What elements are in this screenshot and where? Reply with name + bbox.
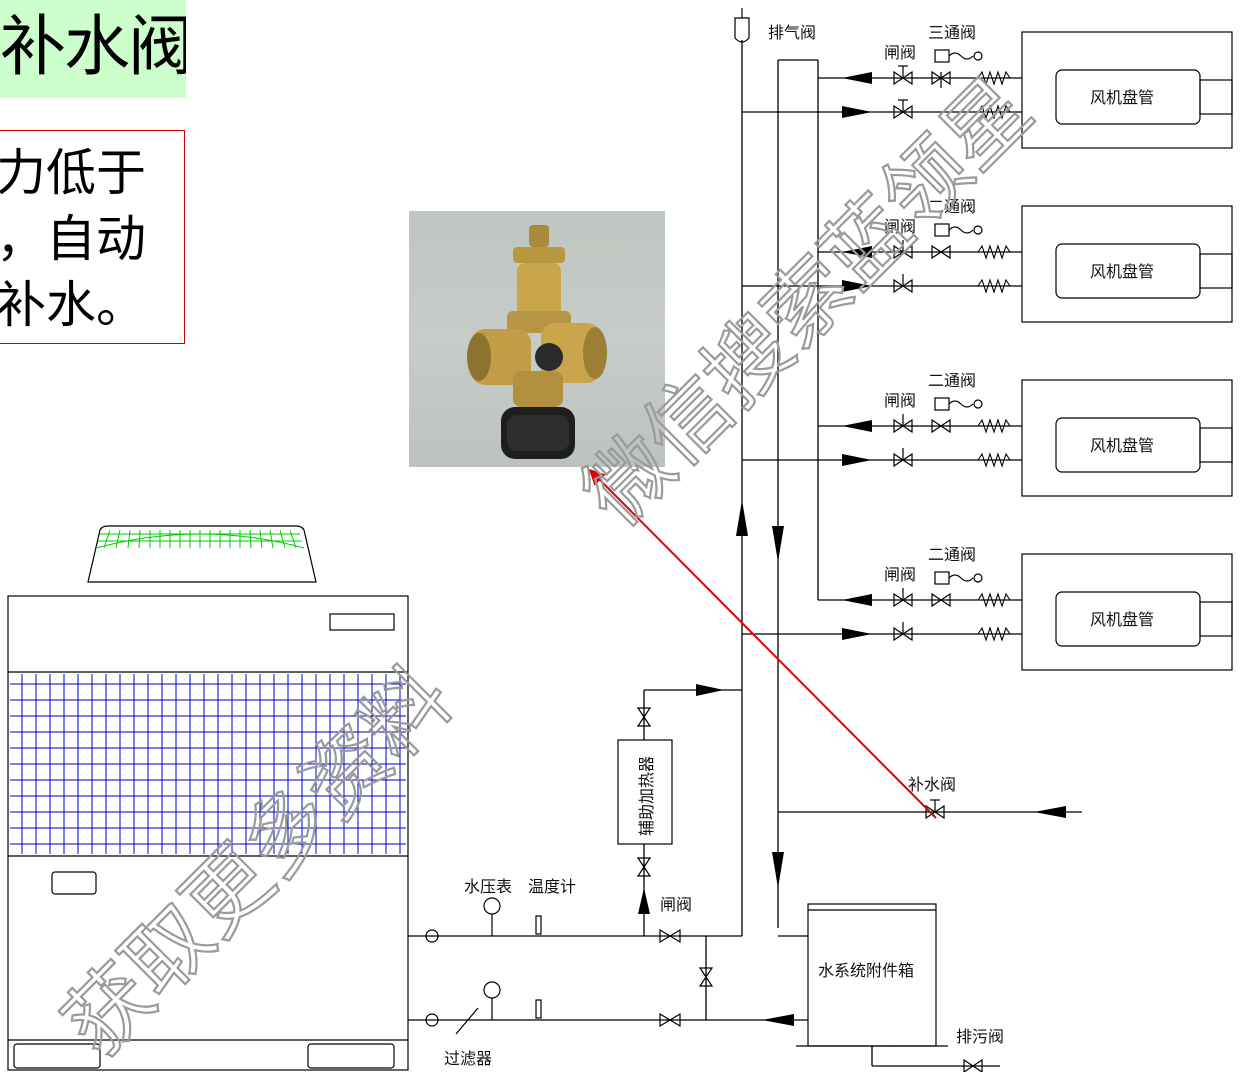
description-line-1: 当压力低于 [0,144,146,202]
label-gate-valve-3: 闸阀 [884,391,916,410]
label-filter: 过滤器 [444,1049,492,1068]
coil-grid [10,674,406,854]
label-aux-heater: 辅助加热器 [637,756,656,836]
description-line-3: 补水。 [0,276,146,334]
label-fan-coil-3: 风机盘管 [1090,436,1154,455]
page-title: 补水阀 [0,8,186,85]
label-fan-coil-4: 风机盘管 [1090,610,1154,629]
label-makeup-valve: 补水阀 [908,775,956,794]
brass-valve-image [467,225,607,459]
valve-photo [409,211,665,467]
label-gate-valve-4: 闸阀 [884,565,916,584]
label-main-gate-valve: 闸阀 [660,895,692,914]
valve-symbols [425,49,983,1072]
watermark-line-1: 获取更多资料 [45,648,471,1072]
label-three-way-valve: 三通阀 [928,23,976,42]
accessory-tank [796,903,948,1047]
flex-connectors [977,70,1011,642]
fan-grille [95,529,305,549]
exhaust-valve-symbol [734,8,750,43]
label-fan-coil-1: 风机盘管 [1090,88,1154,107]
label-thermometer: 温度计 [528,877,576,896]
label-gate-valve-2: 闸阀 [884,217,916,236]
label-drain-valve: 排污阀 [956,1027,1004,1046]
label-fan-coil-2: 风机盘管 [1090,262,1154,281]
fan-coil-units [1021,31,1233,671]
label-two-way-valve-3: 二通阀 [928,371,976,390]
description-line-2: 设定值，自动 [0,210,146,268]
label-gate-valve-1: 闸阀 [884,43,916,62]
flow-arrows [638,72,1066,1026]
description-box: 当压力低于 设定值，自动 补水。 [0,130,185,344]
aux-heater-box [617,739,673,845]
label-pressure-gauge: 水压表 [464,877,512,896]
title-banner: 补水阀 [0,0,186,98]
label-exhaust-valve: 排气阀 [768,23,816,42]
pointer-arrow [588,468,937,819]
label-two-way-valve-2: 二通阀 [928,197,976,216]
label-two-way-valve-4: 二通阀 [928,545,976,564]
watermark-line-2: 微信搜索蓝领星 [565,59,1050,544]
label-accessory-box: 水系统附件箱 [818,961,914,980]
outdoor-unit [7,525,409,1071]
